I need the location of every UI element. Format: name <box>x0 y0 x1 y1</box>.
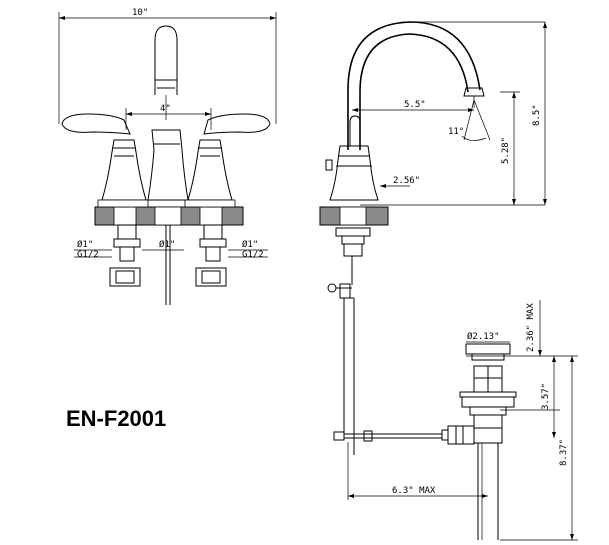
rod-reach-max-label: 6.3" MAX <box>392 486 436 496</box>
spout-clearance-label: 5.28" <box>501 137 511 164</box>
overall-height-label: 8.5" <box>532 104 542 126</box>
model-number: EN-F2001 <box>66 406 167 431</box>
left-thread-label: G1/2 <box>77 250 99 260</box>
left-connection-dia: Ø1" <box>77 239 93 250</box>
base-to-handle-label: 2.56" <box>393 176 420 186</box>
overall-width-label: 10" <box>132 8 148 18</box>
flange-dia-label: Ø2.13" <box>467 331 500 342</box>
right-connection-dia: Ø1" <box>242 239 258 250</box>
right-thread-label: G1/2 <box>242 250 264 260</box>
drain-view: Ø2.13" 2.36" MAX 3.57" <box>333 300 578 541</box>
front-view: 10" 4" <box>58 8 277 305</box>
spout-angle-label: 11° <box>448 127 464 137</box>
total-length-label: 8.37" <box>559 439 569 466</box>
flange-height-max-label: 2.36" MAX <box>526 303 536 352</box>
side-view: 5.5" 11° 5.28" 8.5" 2.56" <box>319 21 547 455</box>
center-spread-label: 4" <box>160 104 171 114</box>
body-height-label: 3.57" <box>541 383 551 410</box>
center-connection-dia: Ø1" <box>159 239 175 250</box>
spout-reach-label: 5.5" <box>404 100 426 110</box>
